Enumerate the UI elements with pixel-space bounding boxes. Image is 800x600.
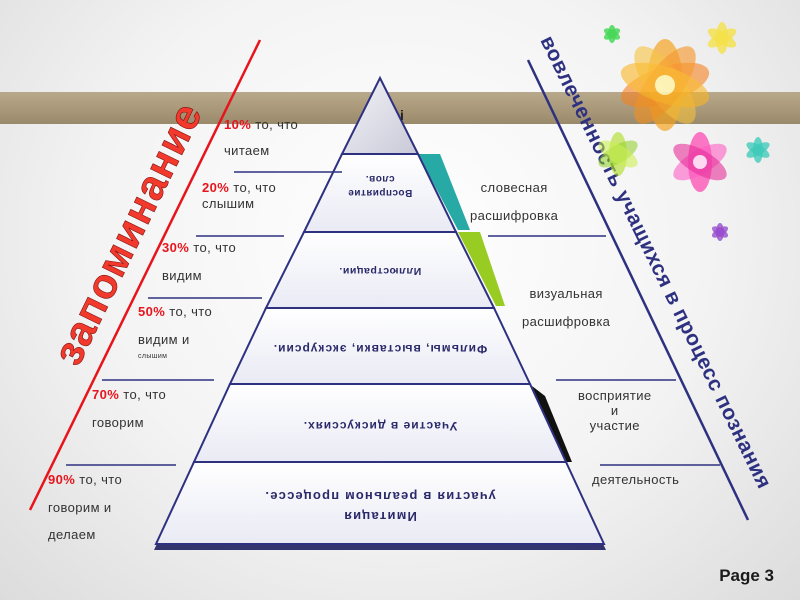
tier-top-label: i	[400, 107, 404, 123]
right-navy-line	[526, 59, 750, 521]
left-label-90: 90% то, что говорим и делаем	[48, 472, 123, 543]
left-red-line	[28, 39, 262, 511]
left-label-50: 50% то, что видим и слышим	[138, 304, 213, 361]
left-label-30: 30% то, что видим	[162, 240, 237, 283]
tier-6-label-b: участия в реальном процессе.	[264, 489, 496, 504]
right-dividers	[488, 235, 720, 466]
black-accent	[532, 386, 572, 462]
left-label-70: 70% то, что говорим	[92, 387, 167, 430]
right-label-visual: визуальная расшифровка	[522, 286, 611, 329]
right-label-participation: восприятие и участие	[578, 388, 652, 433]
tier-2-label-b: слов.	[365, 173, 394, 184]
left-label-10: 10% то, что читаем	[224, 117, 299, 158]
tier-top	[340, 75, 420, 155]
left-label-20: 20% то, что слышим	[202, 180, 277, 211]
left-dividers	[66, 171, 342, 466]
tier-2-label-a: Восприятие	[348, 187, 413, 198]
tier-5-label: Участие в дискуссиях.	[303, 419, 458, 433]
tier-3-label: Иллюстрации.	[339, 265, 421, 277]
tier-6	[154, 461, 606, 545]
page-number: Page 3	[719, 566, 774, 585]
flower-decoration	[598, 22, 770, 241]
right-label-activity: деятельность	[592, 472, 680, 487]
right-label-verbal: словесная расшифровка	[470, 180, 559, 223]
lime-accent	[458, 232, 505, 306]
teal-accent	[418, 154, 470, 230]
tier-4-label: Фильмы, выставки, экскурсии.	[273, 342, 487, 356]
tier-6-label-a: Имитация	[343, 509, 417, 524]
